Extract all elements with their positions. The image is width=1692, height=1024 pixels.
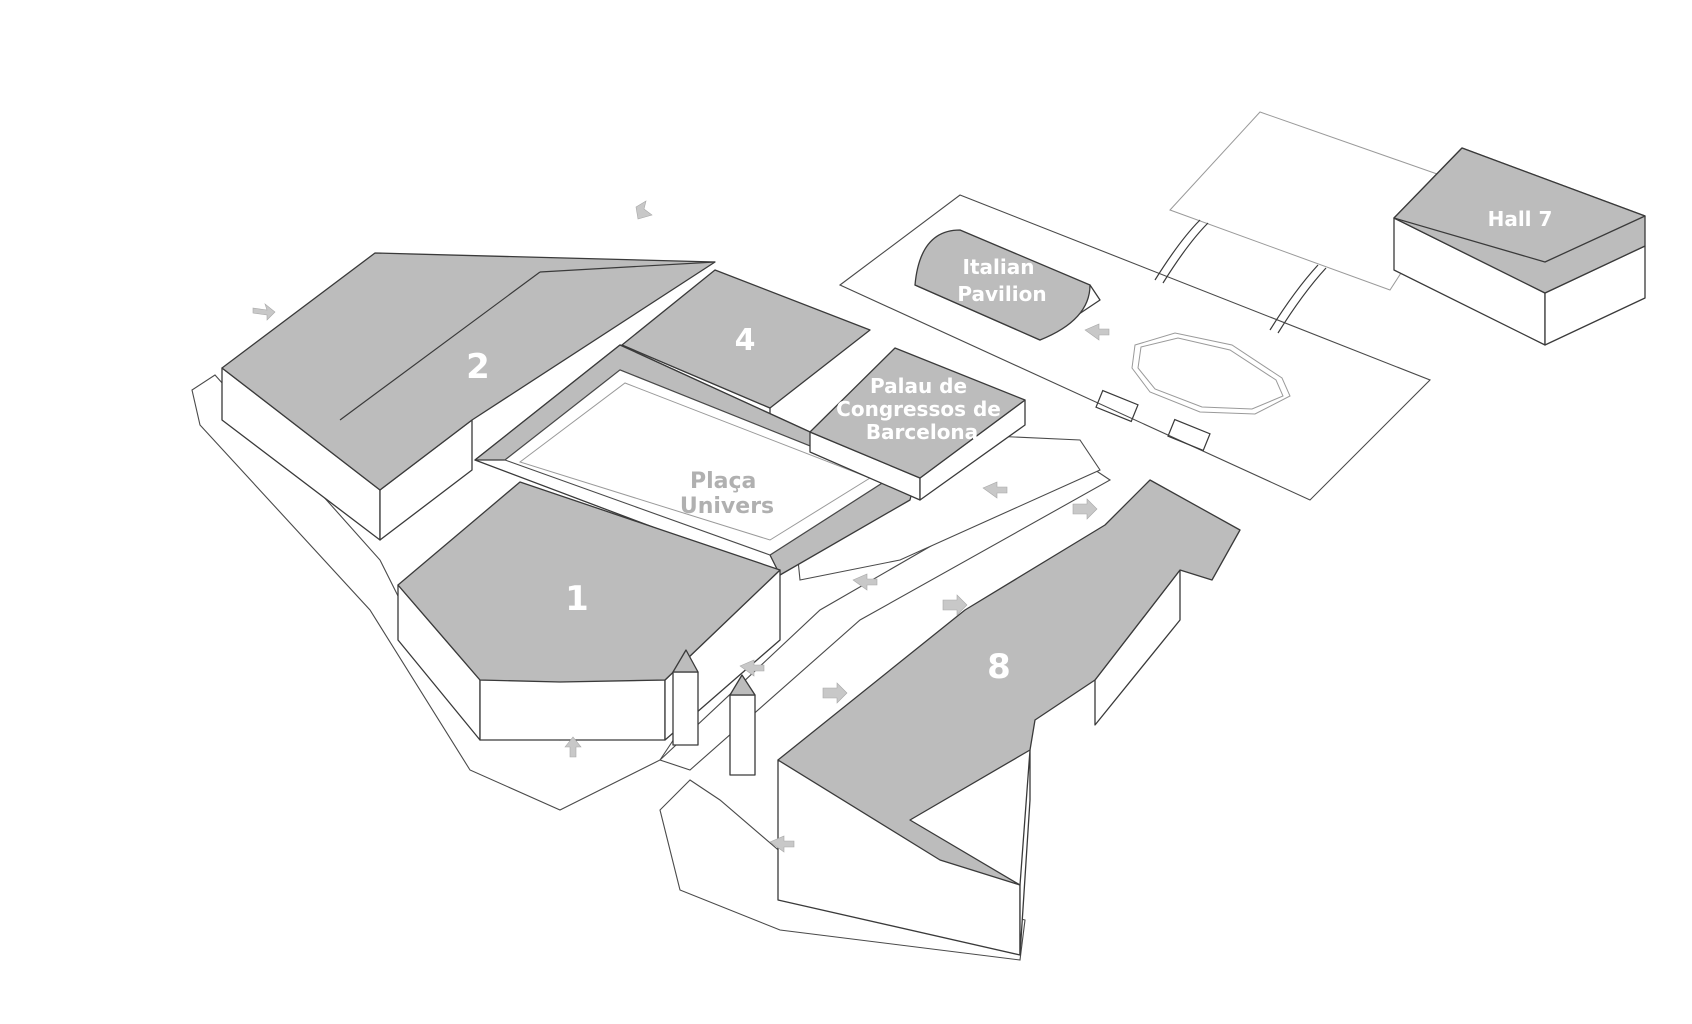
entrance-arrow-icon xyxy=(1072,498,1098,520)
entrance-arrow-icon xyxy=(564,736,582,758)
entrance-arrow-icon xyxy=(982,481,1008,499)
entrance-arrow-icon xyxy=(635,200,653,220)
italian-pavilion[interactable]: Italian Pavilion xyxy=(914,229,1101,341)
entrance-arrow-icon xyxy=(739,659,765,677)
entrance-arrow-icon xyxy=(252,303,276,321)
italian-pavilion-label-line2: Pavilion xyxy=(957,282,1046,306)
entrance-arrow-icon xyxy=(822,682,848,704)
hall-1-label: 1 xyxy=(565,579,589,619)
hall-1[interactable]: 1 xyxy=(397,481,781,746)
svg-text:Palau de Congressos de: Palau de Congressos de Barcelona xyxy=(836,374,1008,444)
gate-tower xyxy=(729,674,756,776)
palau-label-line3: Barcelona xyxy=(866,420,978,444)
hall-4-label: 4 xyxy=(735,323,756,358)
svg-text:Plaça Univers: Plaça Univers xyxy=(680,469,774,519)
hall-7-label: Hall 7 xyxy=(1488,207,1553,231)
entrance-arrow-icon xyxy=(852,573,878,591)
plaza-label-line1: Plaça xyxy=(690,469,756,494)
palau-label-line1: Palau de xyxy=(870,374,967,398)
fountain-outline xyxy=(1131,332,1291,415)
hall-2-label: 2 xyxy=(466,347,490,387)
palau-label-line2: Congressos de xyxy=(836,397,1001,421)
svg-text:Italian Pavilion: Italian Pavilion xyxy=(957,255,1046,306)
hall-7[interactable]: Hall 7 xyxy=(1393,147,1646,346)
hall-8-label: 8 xyxy=(987,647,1011,687)
hall-2[interactable]: 2 xyxy=(221,252,716,541)
hall-8[interactable]: 8 xyxy=(777,479,1241,956)
entrance-arrow-icon xyxy=(769,835,795,853)
entrance-arrow-icon xyxy=(1084,323,1110,341)
palau-de-congressos[interactable]: Palau de Congressos de Barcelona xyxy=(809,347,1026,501)
plaza-label-line2: Univers xyxy=(680,494,774,519)
entrance-arrows xyxy=(252,200,1110,853)
entrance-arrow-icon xyxy=(942,594,968,616)
italian-pavilion-label-line1: Italian xyxy=(963,255,1035,279)
